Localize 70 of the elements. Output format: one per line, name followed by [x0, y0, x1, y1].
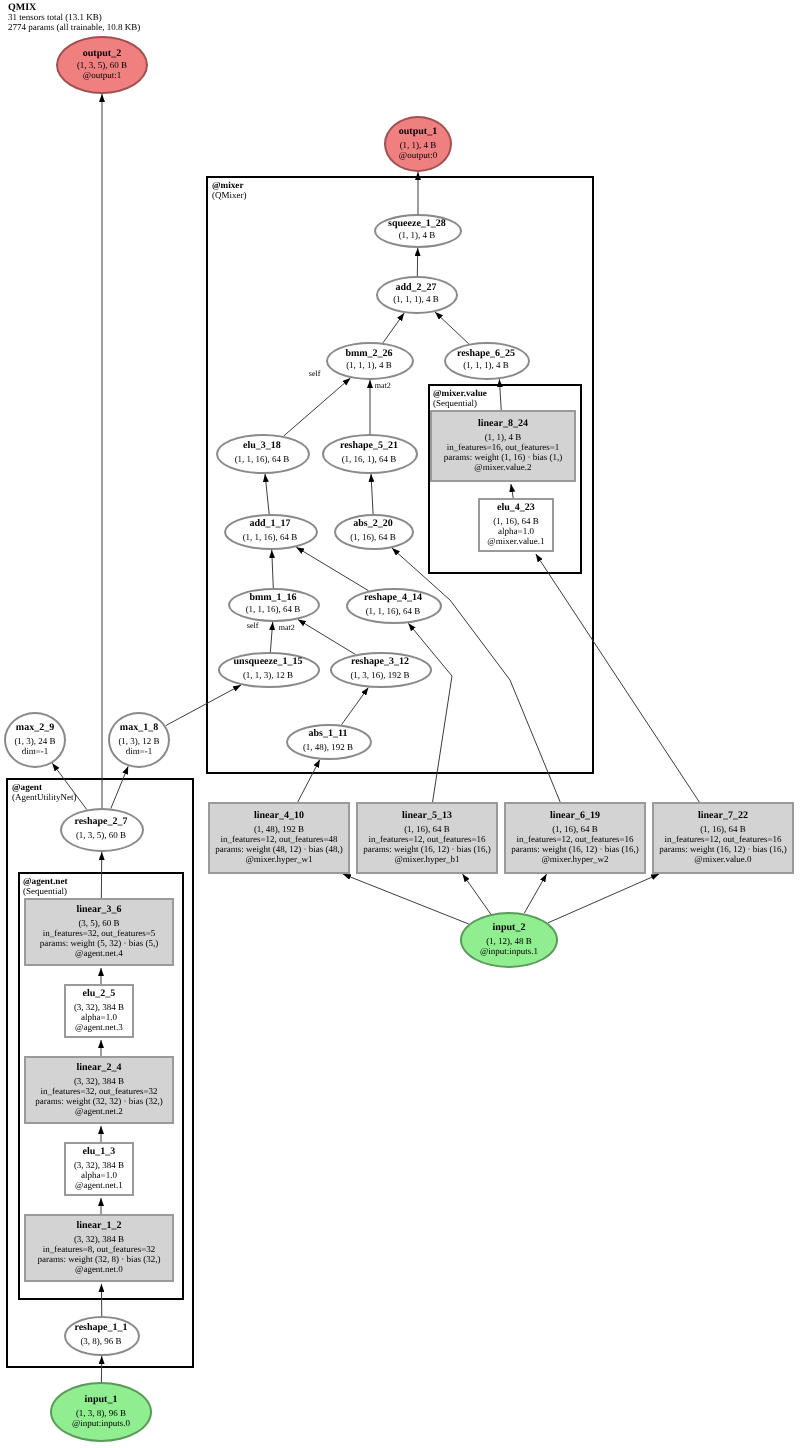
module-frame [427, 383, 581, 573]
tensor-ellipse [59, 807, 143, 851]
function-box [478, 498, 554, 552]
tensor-ellipse [217, 651, 319, 687]
arrow [297, 619, 356, 655]
arrow [523, 873, 548, 914]
tensor-ellipse [4, 712, 66, 768]
tensor-ellipse [285, 723, 371, 759]
tensor-ellipse [333, 513, 413, 549]
arrow [367, 379, 373, 435]
tensor-ellipse [223, 513, 317, 549]
function-box [64, 1142, 134, 1196]
layer-box [356, 802, 498, 874]
tensor-ellipse [443, 341, 529, 379]
arrow [295, 546, 370, 592]
arrow [269, 549, 276, 589]
arrow [98, 1125, 104, 1145]
arrow [98, 1283, 105, 1317]
arrow [434, 311, 470, 345]
module-frame [206, 176, 594, 774]
arrow [99, 93, 105, 809]
tensor-ellipse [227, 587, 319, 621]
arrow [98, 1355, 105, 1383]
arrow [382, 312, 405, 344]
arrow [415, 171, 421, 215]
layer-box [24, 1214, 174, 1282]
tensor-ellipse [345, 587, 441, 623]
arrow [407, 622, 453, 803]
output-ellipse [56, 36, 148, 94]
arrow [110, 765, 129, 809]
tensor-ellipse [329, 651, 431, 687]
arrow [98, 1039, 104, 1059]
input-ellipse [460, 912, 558, 968]
arrow [340, 686, 369, 726]
arrow [283, 377, 351, 437]
layer-box [504, 802, 646, 874]
arrow [262, 473, 270, 515]
arrow [297, 759, 321, 803]
tensor-ellipse [321, 433, 417, 473]
arrow [368, 473, 375, 515]
arrow [98, 967, 104, 987]
tensor-ellipse [215, 433, 309, 473]
layer-box [24, 1056, 174, 1124]
arrow [342, 873, 470, 925]
tensor-ellipse [108, 712, 170, 768]
arrow [98, 1197, 104, 1217]
output-ellipse [384, 116, 452, 172]
arrow [509, 483, 516, 501]
tensor-ellipse [373, 213, 461, 247]
layer-box [652, 802, 794, 874]
arrow [51, 762, 88, 810]
arrow [391, 547, 561, 803]
module-frame [6, 778, 194, 1368]
arrow [98, 851, 105, 901]
function-box [64, 984, 134, 1038]
tensor-ellipse [325, 341, 413, 379]
arrow [547, 873, 660, 924]
arrow [535, 553, 700, 803]
layer-box [208, 802, 350, 874]
arrow [165, 684, 242, 727]
arrow [462, 873, 492, 915]
arrow [414, 247, 421, 277]
tensor-ellipse [63, 1315, 139, 1355]
layer-box [430, 410, 576, 482]
tensor-ellipse [375, 275, 457, 313]
arrow [496, 378, 503, 413]
input-ellipse [50, 1382, 152, 1442]
module-frame [17, 871, 183, 1299]
arrow [269, 621, 276, 653]
layer-box [24, 898, 174, 966]
